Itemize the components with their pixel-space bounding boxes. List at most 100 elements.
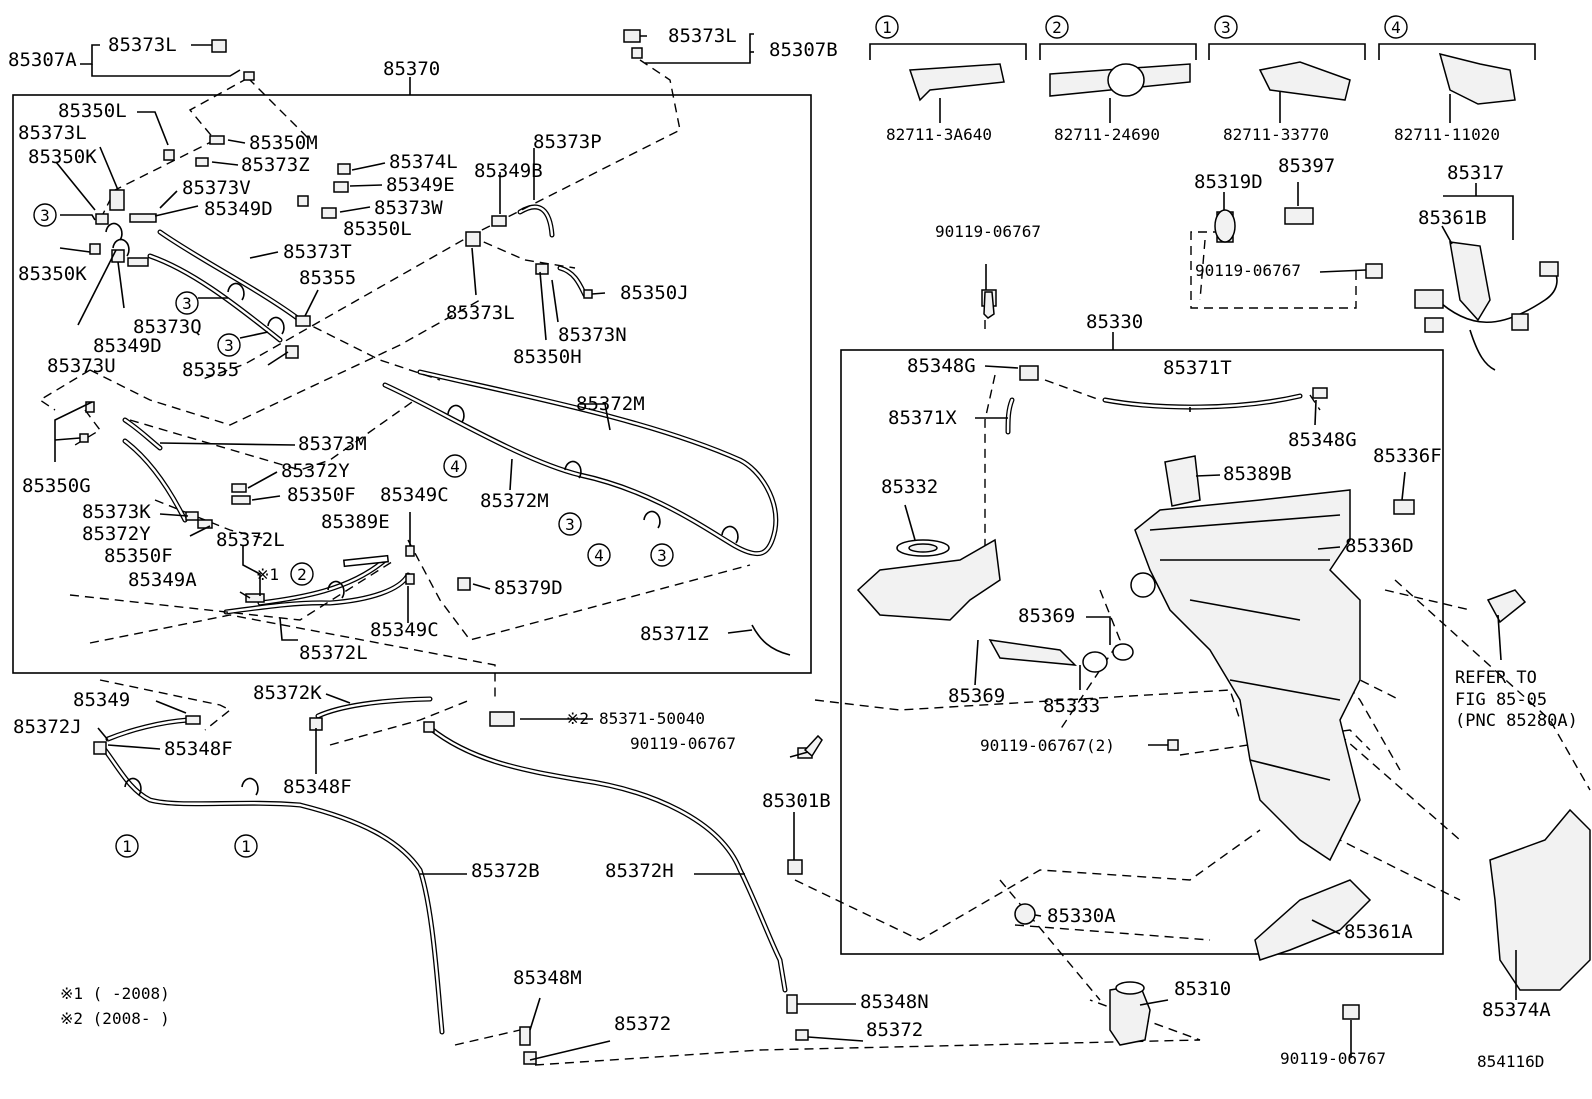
- label-90119-06767-c: 90119-06767: [935, 222, 1041, 241]
- label-85374A: 85374A: [1482, 999, 1551, 1021]
- label-85373M: 85373M: [298, 433, 367, 455]
- label-85361A: 85361A: [1344, 921, 1413, 943]
- washer-jar-group-box: [840, 349, 1444, 955]
- label-85372-b: 85372: [866, 1019, 923, 1041]
- label-85372Y-a: 85372Y: [281, 460, 350, 482]
- label-85348M: 85348M: [513, 967, 582, 989]
- circled-4-head: 4: [1384, 15, 1408, 39]
- lower-cover: [1489, 808, 1591, 991]
- svg-text:1: 1: [241, 837, 251, 856]
- label-85350H: 85350H: [513, 346, 582, 368]
- label-85372B: 85372B: [471, 860, 540, 882]
- circled-3-c: 3: [217, 333, 241, 357]
- footnote-1: ※1 ( -2008): [60, 984, 170, 1003]
- label-85372M-a: 85372M: [576, 393, 645, 415]
- label-85350M: 85350M: [249, 132, 318, 154]
- label-85372Y-b: 85372Y: [82, 523, 151, 545]
- label-85319D: 85319D: [1194, 171, 1263, 193]
- fittings: [79, 29, 1415, 1065]
- label-85350F-b: 85350F: [104, 545, 173, 567]
- footnote-mark-1: ※1: [256, 565, 279, 584]
- label-85373P: 85373P: [533, 131, 602, 153]
- label-85372-a: 85372: [614, 1013, 671, 1035]
- hose-clamps: [105, 222, 739, 796]
- label-82711-24690: 82711-24690: [1054, 125, 1160, 144]
- washer-jar-body: [1134, 489, 1361, 862]
- label-85350L-b: 85350L: [343, 218, 412, 240]
- label-85350K-b: 85350K: [18, 263, 87, 285]
- label-85361B: 85361B: [1418, 207, 1487, 229]
- label-90119-06767-b: 90119-06767: [1280, 1049, 1386, 1068]
- refer-note-line2: FIG 85-05: [1455, 690, 1547, 710]
- washer-nozzle-group-box: [12, 94, 812, 674]
- svg-text:2: 2: [297, 565, 307, 584]
- label-85369-a: 85369: [1018, 605, 1075, 627]
- bracket: [1449, 241, 1491, 322]
- label-85332: 85332: [881, 476, 938, 498]
- circled-1-a: 1: [115, 834, 139, 858]
- label-85371T: 85371T: [1163, 357, 1232, 379]
- label-85348G-a: 85348G: [907, 355, 976, 377]
- label-85348F-b: 85348F: [283, 776, 352, 798]
- label-85336F: 85336F: [1373, 445, 1442, 467]
- circled-numbers: 3 3 3 4 3 4 3 2 1 1 1 2 3 4: [33, 15, 1408, 858]
- label-85350F-a: 85350F: [287, 484, 356, 506]
- label-85348G-b: 85348G: [1288, 429, 1357, 451]
- label-85349A: 85349A: [128, 569, 197, 591]
- label-85373L-d: 85373L: [668, 25, 737, 47]
- circled-3-e: 3: [650, 543, 674, 567]
- label-85349B: 85349B: [474, 160, 543, 182]
- label-85389E: 85389E: [321, 511, 390, 533]
- label-85355-b: 85355: [182, 359, 239, 381]
- label-85372L-a: 85372L: [216, 529, 285, 551]
- label-85372J: 85372J: [13, 716, 82, 738]
- label-85349E: 85349E: [386, 174, 455, 196]
- label-85349C-b: 85349C: [370, 619, 439, 641]
- label-85310: 85310: [1174, 978, 1231, 1000]
- label-85349D-a: 85349D: [204, 198, 273, 220]
- svg-text:1: 1: [122, 837, 132, 856]
- circled-4-a: 4: [443, 454, 467, 478]
- label-85348N: 85348N: [860, 991, 929, 1013]
- label-85330: 85330: [1086, 311, 1143, 333]
- label-90119-06767-a: 90119-06767: [630, 734, 736, 753]
- label-85373K: 85373K: [82, 501, 151, 523]
- label-85371-50040: 85371-50040: [599, 709, 705, 728]
- label-90119-06767-e: 90119-06767(2): [980, 736, 1115, 755]
- label-85330A: 85330A: [1047, 905, 1116, 927]
- label-85369-b: 85369: [948, 685, 1005, 707]
- label-85373L-b: 85373L: [18, 122, 87, 144]
- label-85355-a: 85355: [299, 267, 356, 289]
- label-85372M-b: 85372M: [480, 490, 549, 512]
- svg-text:4: 4: [450, 457, 460, 476]
- label-85373V: 85373V: [182, 177, 251, 199]
- label-85373L-c: 85373L: [446, 302, 515, 324]
- label-85317: 85317: [1447, 162, 1504, 184]
- label-85372H: 85372H: [605, 860, 674, 882]
- circled-2-head: 2: [1045, 15, 1069, 39]
- circled-3-head: 3: [1214, 15, 1238, 39]
- label-85397: 85397: [1278, 155, 1335, 177]
- label-85371X: 85371X: [888, 407, 957, 429]
- label-82711-11020: 82711-11020: [1394, 125, 1500, 144]
- label-85373Z: 85373Z: [241, 154, 310, 176]
- label-85372K: 85372K: [253, 682, 322, 704]
- circled-3-b: 3: [175, 291, 199, 315]
- label-85350K-a: 85350K: [28, 146, 97, 168]
- label-85301B: 85301B: [762, 790, 831, 812]
- footnote-2: ※2 (2008- ): [60, 1009, 170, 1028]
- label-85389B: 85389B: [1223, 463, 1292, 485]
- leader-lines: [54, 92, 1517, 1061]
- label-85373N: 85373N: [558, 324, 627, 346]
- label-85348F-a: 85348F: [164, 738, 233, 760]
- svg-text:3: 3: [224, 336, 234, 355]
- svg-text:3: 3: [565, 515, 575, 534]
- label-85379D: 85379D: [494, 577, 563, 599]
- label-85373U: 85373U: [47, 355, 116, 377]
- hose-lines: [102, 204, 1303, 1035]
- part-labels: 85307A 85373L 85370 85350L 85373L 85350K…: [8, 25, 1578, 1071]
- label-85373Q: 85373Q: [133, 316, 202, 338]
- label-85336D: 85336D: [1345, 535, 1414, 557]
- refer-note-line3: (PNC 85280A): [1455, 711, 1578, 731]
